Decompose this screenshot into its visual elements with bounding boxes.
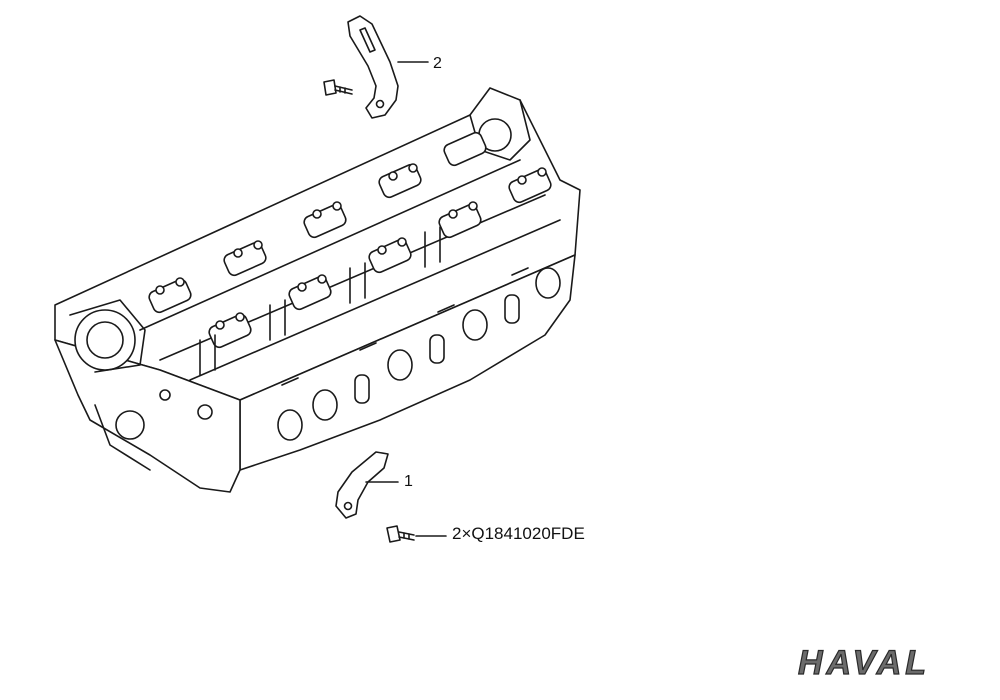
haval-logo-text: HAVAL bbox=[798, 644, 930, 682]
bolt-top bbox=[323, 79, 353, 96]
bracket-1 bbox=[335, 451, 399, 519]
cylinder-head bbox=[54, 87, 581, 493]
callout-bracket-2: 2 bbox=[433, 55, 442, 72]
bracket-2 bbox=[347, 15, 429, 119]
haval-logo: HAVAL bbox=[797, 643, 930, 682]
callout-bracket-1: 1 bbox=[404, 473, 413, 490]
bolt-bottom bbox=[386, 525, 447, 543]
callout-bolt-part-number: 2×Q1841020FDE bbox=[452, 524, 585, 543]
